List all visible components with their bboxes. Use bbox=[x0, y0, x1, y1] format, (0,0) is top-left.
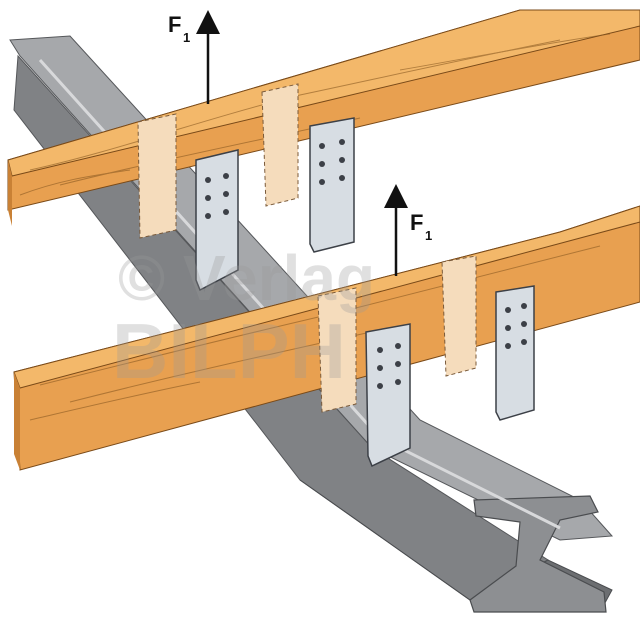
force-label-upper-sub: 1 bbox=[183, 30, 190, 45]
force-arrow-upper bbox=[196, 10, 220, 104]
force-label-lower: F bbox=[410, 210, 423, 235]
watermark-line-1: © Verlag bbox=[118, 242, 375, 314]
hanger-plate bbox=[195, 149, 239, 292]
hanger-plate bbox=[309, 117, 355, 253]
hidden-hanger-plate bbox=[137, 83, 299, 239]
watermark-line-2: BILPH bbox=[112, 307, 346, 395]
hanger-plate bbox=[365, 323, 411, 468]
force-arrow-lower bbox=[384, 184, 408, 276]
force-label-upper: F bbox=[168, 12, 181, 37]
hanger-plates bbox=[137, 83, 535, 468]
force-label-lower-sub: 1 bbox=[425, 228, 432, 243]
hanger-plate bbox=[495, 285, 535, 421]
hidden-hanger-plate bbox=[317, 255, 477, 413]
